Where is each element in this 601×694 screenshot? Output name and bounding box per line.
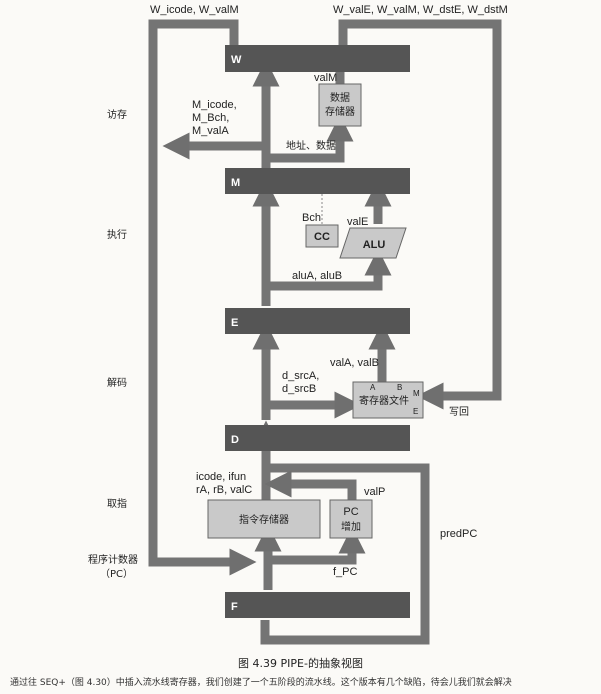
stage-fetch-label: 取指 [107, 497, 127, 510]
addr-data-bus [266, 114, 354, 163]
regfile-port-m: M [413, 389, 420, 398]
alu-inputs-label: aluA, aluB [292, 270, 342, 282]
w-feedback-bus [148, 19, 257, 576]
data-memory-box [318, 83, 362, 127]
stage-pc-label-2: （PC） [100, 568, 133, 580]
figure-note: 通过往 SEQ+（图 4.30）中插入流水线寄存器，我们创建了一个五阶段的流水线… [10, 678, 512, 688]
instruction-memory-box [207, 499, 321, 539]
regfile-port-b: B [397, 383, 402, 392]
regfile-label: 寄存器文件 [359, 394, 409, 407]
fpc-to-pcinc-bus [268, 526, 366, 565]
stage-decode-label: 解码 [107, 376, 127, 389]
m-out-label-2: M_Bch, [192, 112, 229, 124]
regfile-port-e: E [413, 407, 418, 416]
imem-label: 指令存储器 [239, 513, 289, 526]
vale-label: valE [347, 216, 368, 228]
stage-execute-label: 执行 [107, 228, 127, 241]
pipeline-registers [225, 45, 410, 618]
predpc-label: predPC [440, 528, 477, 540]
top-left-label: W_icode, W_valM [150, 4, 239, 16]
valp-label: valP [364, 486, 385, 498]
data-memory-label-1: 数据 [330, 91, 350, 104]
register-w [225, 45, 410, 72]
vala-valb-label: valA, valB [330, 357, 379, 369]
cc-label: CC [314, 231, 330, 243]
srcb-label: d_srcB [282, 383, 316, 395]
register-e [225, 308, 410, 334]
valp-bus [264, 470, 357, 500]
bch-label: Bch [302, 212, 321, 224]
figure-caption: 图 4.39 PIPE-的抽象视图 [238, 657, 363, 670]
register-w-label: W [231, 54, 242, 66]
alu-input-bus [266, 248, 392, 291]
register-f [225, 592, 410, 618]
cc-box [305, 224, 339, 248]
data-memory-label-2: 存储器 [325, 105, 355, 118]
pc-inc-label-1: PC [343, 506, 358, 518]
predpc-bus [260, 463, 430, 645]
stage-memory-label: 访存 [107, 108, 127, 121]
stage-pc-label-1: 程序计数器 [88, 553, 138, 566]
pc-increment-box [329, 499, 373, 539]
write-back-bus [338, 19, 502, 410]
ra-rb-valc-label: rA, rB, valC [196, 484, 252, 496]
srca-label: d_srcA, [282, 370, 319, 382]
icode-ifun-label: icode, ifun [196, 471, 246, 483]
top-right-label: W_valE, W_valM, W_dstE, W_dstM [333, 4, 508, 16]
register-m-label: M [231, 177, 240, 189]
alu-shape [339, 227, 407, 259]
register-f-label: F [231, 601, 238, 613]
register-d-label: D [231, 434, 239, 446]
register-d [225, 425, 410, 451]
valm-label: valM [314, 72, 337, 84]
register-m [225, 168, 410, 194]
register-file-box [352, 381, 424, 419]
fpc-label: f_PC [333, 566, 358, 578]
write-back-label: 写回 [449, 406, 469, 418]
register-e-label: E [231, 317, 238, 329]
alu-label: ALU [363, 239, 386, 251]
regfile-port-a: A [370, 383, 376, 392]
m-out-label-3: M_valA [192, 125, 229, 137]
addr-data-label: 地址、数据 [286, 139, 336, 152]
pc-inc-label-2: 增加 [341, 520, 361, 533]
m-out-label-1: M_icode, [192, 99, 237, 111]
